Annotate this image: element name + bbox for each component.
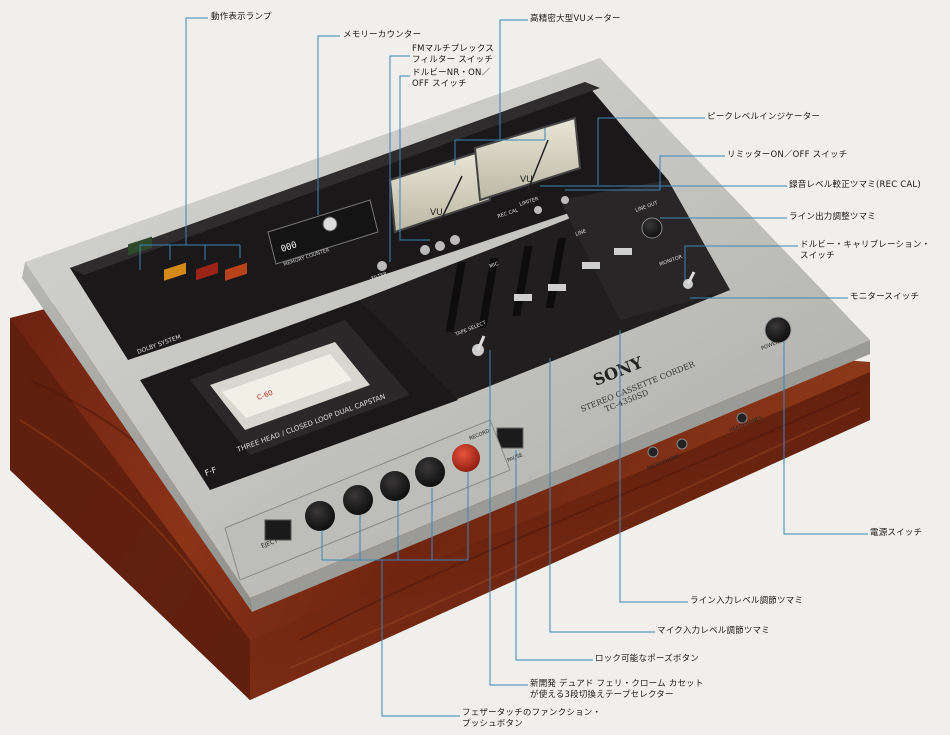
callout-text: OFF スイッチ [412, 79, 467, 89]
callout-text: が使える3段切換えテープセレクター [530, 690, 674, 700]
callout-text: モニタースイッチ [850, 292, 920, 302]
filter-label: FILTER [371, 271, 389, 282]
memory-counter-window [267, 199, 379, 265]
callout-dolby-calibration-switch: ドルビー・キャリブレーション・ スイッチ [800, 240, 930, 262]
callout-text: 高精密大型VUメーター [530, 14, 621, 24]
callout-limiter-switch: リミッターON／OFF スイッチ [727, 150, 847, 161]
function-button-strip [224, 419, 511, 581]
callout-peak-level-indicator: ピークレベルインジケーター [707, 112, 820, 123]
callout-pause-button: ロック可能なポーズボタン [595, 654, 699, 665]
callout-text: ライン出力調整ツマミ [789, 212, 877, 222]
callout-leaders [139, 17, 868, 717]
callout-text: ピークレベルインジケーター [707, 112, 821, 122]
line-label: LINE [575, 228, 588, 237]
level-sliders [445, 238, 632, 332]
vu-label-right: VU [520, 175, 533, 185]
callout-power-switch: 電源スイッチ [870, 528, 922, 539]
pause-key [496, 427, 524, 449]
power-knob [764, 316, 792, 344]
vu-meters: VU VU [388, 116, 582, 234]
callout-monitor-switch: モニタースイッチ [850, 292, 919, 303]
callout-vu-meter: 高精密大型VUメーター [530, 14, 621, 25]
callout-text: リミッターON／OFF スイッチ [727, 150, 848, 160]
callout-line-output-knob: ライン出力調整ツマミ [789, 212, 876, 223]
toggle-switches [472, 271, 696, 356]
callout-text: FMマルチプレックス [412, 44, 494, 54]
callout-text: フェザータッチのファンクション・ [462, 708, 602, 718]
callout-fm-multiplex-filter: FMマルチプレックス フィルター スイッチ [412, 44, 494, 66]
callout-mic-input-knob: マイク入力レベル調節ツマミ [657, 626, 770, 637]
ff-badge: F·F [204, 465, 218, 478]
callout-text: マイク入力レベル調節ツマミ [657, 626, 770, 636]
callout-line-input-knob: ライン入力レベル調節ツマミ [690, 596, 803, 607]
callout-text: 録音レベル較正ツマミ(REC CAL) [789, 180, 921, 190]
callout-tape-selector: 新開発 デュアド フェリ・クローム カセット が使える3段切換えテープセレクター [530, 679, 704, 701]
callout-memory-counter: メモリーカウンター [343, 30, 421, 41]
callout-operation-lamp: 動作表示ランプ [211, 12, 272, 23]
callout-text: ライン入力レベル調節ツマミ [690, 596, 804, 606]
front-jacks [647, 412, 748, 458]
vu-label-left: VU [430, 208, 443, 218]
mic-label: MIC [489, 261, 500, 270]
callout-text: 動作表示ランプ [211, 12, 272, 22]
counter-digits: 000 [280, 240, 299, 255]
callout-text: プッシュボタン [462, 719, 523, 729]
upper-knobs [377, 196, 663, 271]
callout-text: ロック可能なポーズボタン [595, 654, 699, 664]
callout-text: ドルビーNR・ON／ [412, 68, 491, 78]
callout-text: 新開発 デュアド フェリ・クローム カセット [530, 679, 704, 689]
limiter-label: LIMITER [519, 196, 540, 208]
callout-text: ドルビー・キャリブレーション・ [800, 240, 931, 250]
callout-function-buttons: フェザータッチのファンクション・ プッシュボタン [462, 708, 601, 730]
cassette-well [140, 300, 458, 490]
pause-label: PAUSE [507, 452, 524, 464]
callout-text: フィルター スイッチ [412, 55, 494, 65]
callout-text: 電源スイッチ [870, 528, 923, 538]
callout-text: メモリーカウンター [343, 30, 422, 40]
callout-text: スイッチ [800, 251, 835, 261]
callout-rec-cal-knob: 録音レベル較正ツマミ(REC CAL) [789, 180, 921, 191]
callout-dolby-nr-switch: ドルビーNR・ON／ OFF スイッチ [412, 68, 490, 90]
